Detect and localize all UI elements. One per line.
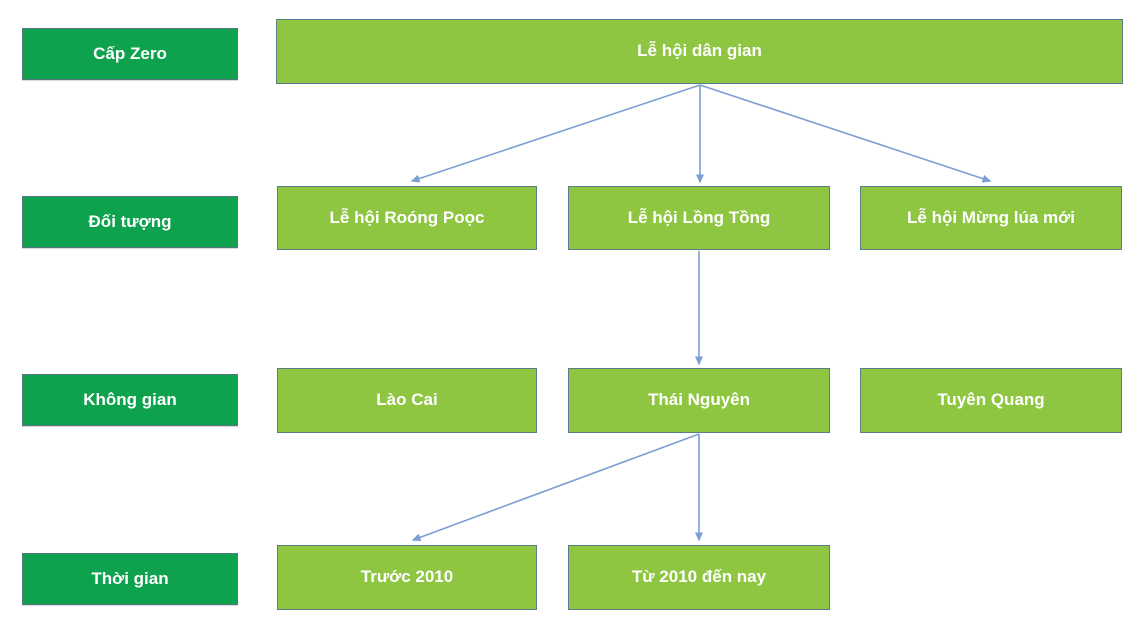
row-label-doi-tuong: Đối tượng (22, 196, 238, 248)
row-label-cap-zero: Cấp Zero (22, 28, 238, 80)
edge-root-to-roong-pooc (410, 84, 701, 183)
node-tuyen-quang: Tuyên Quang (860, 368, 1122, 433)
row-label-thoi-gian: Thời gian (22, 553, 238, 605)
edge-thai-nguyen-to-truoc-2010 (411, 433, 700, 542)
node-le-hoi-long-tong: Lễ hội Lồng Tồng (568, 186, 830, 250)
row-label-khong-gian: Không gian (22, 374, 238, 426)
node-truoc-2010: Trước 2010 (277, 545, 537, 610)
node-le-hoi-roong-pooc: Lễ hội Roóng Poọc (277, 186, 537, 250)
node-le-hoi-mung-lua-moi: Lễ hội Mừng lúa mới (860, 186, 1122, 250)
node-thai-nguyen: Thái Nguyên (568, 368, 830, 433)
node-tu-2010-den-nay: Từ 2010 đến nay (568, 545, 830, 610)
edge-root-to-mung-lua-moi (699, 84, 992, 183)
node-le-hoi-dan-gian: Lễ hội dân gian (276, 19, 1123, 84)
node-lao-cai: Lào Cai (277, 368, 537, 433)
